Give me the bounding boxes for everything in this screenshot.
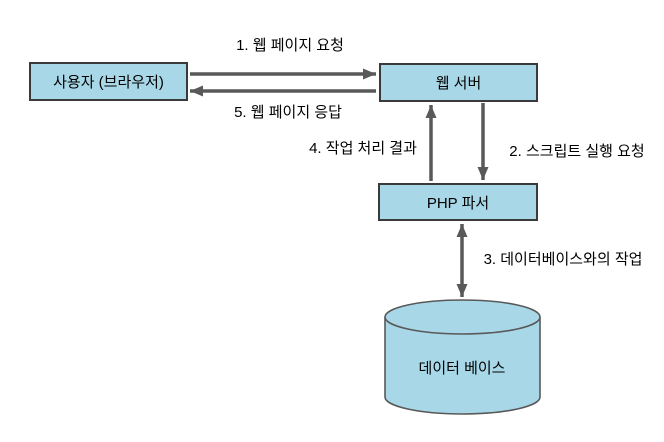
edge-step4-label: 4. 작업 처리 결과: [309, 140, 417, 157]
node-web-server: 웹 서버: [379, 63, 538, 102]
node-user-browser: 사용자 (브라우저): [29, 62, 188, 101]
edge-step1-label: 1. 웹 페이지 요청: [236, 37, 344, 54]
edge-step2-label: 2. 스크립트 실행 요청: [509, 143, 645, 160]
edge-step3-label: 3. 데이터베이스와의 작업: [483, 251, 643, 268]
database-cylinder-shape: [384, 299, 541, 415]
edge-step5-label: 5. 웹 페이지 응답: [234, 104, 342, 121]
node-php-parser: PHP 파서: [378, 183, 538, 221]
node-database-label: 데이터 베이스: [418, 360, 506, 377]
